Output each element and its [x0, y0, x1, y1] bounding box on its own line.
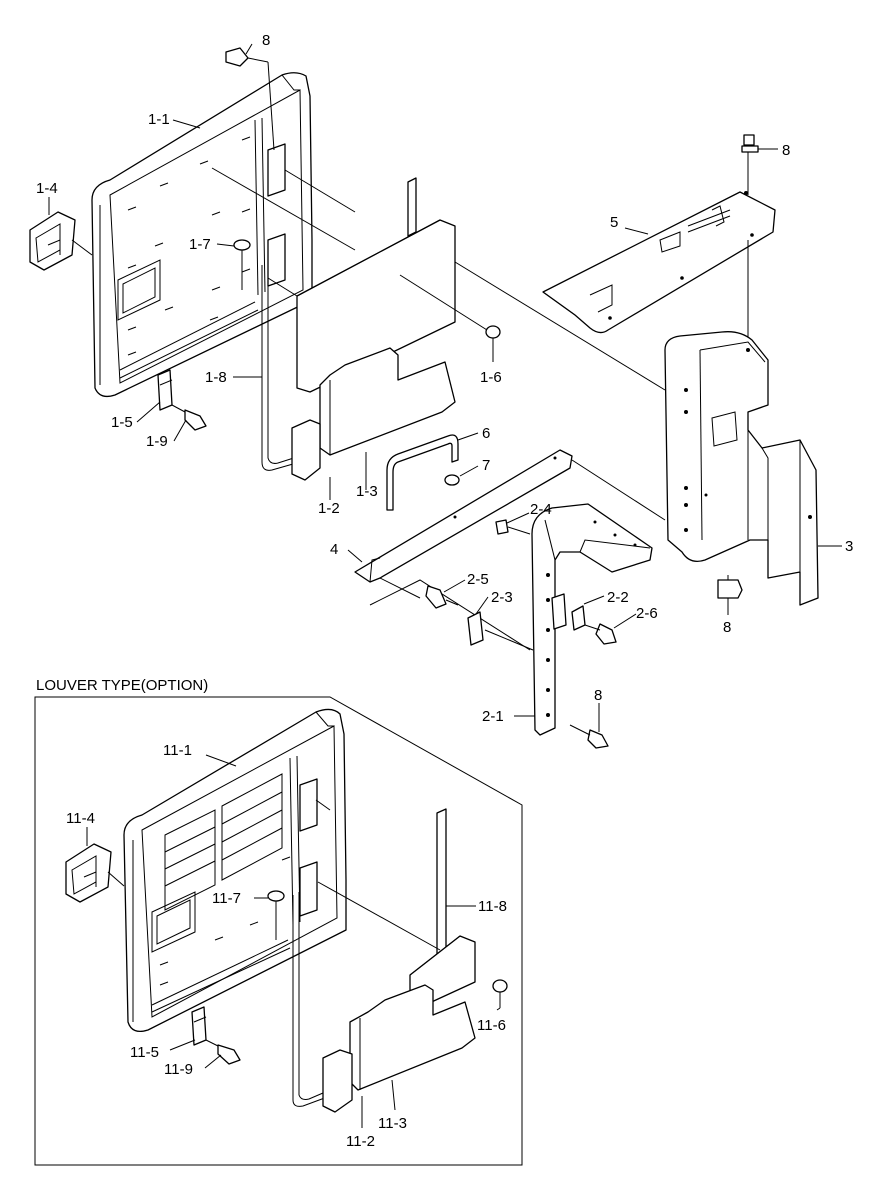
latch-11-5	[191, 1006, 207, 1046]
insulation-pad-1-2	[291, 419, 321, 481]
bracket-2-1	[531, 503, 653, 736]
callout-8: 8	[723, 619, 731, 636]
bracket-5	[542, 191, 776, 334]
callout-8: 8	[262, 32, 270, 49]
cushion-1-7	[233, 239, 251, 251]
callout-1-9: 1-9	[146, 433, 168, 450]
handle-1-4	[29, 211, 93, 271]
callout-1-7: 1-7	[189, 236, 211, 253]
callout-2-5: 2-5	[467, 571, 489, 588]
callout-1-5: 1-5	[111, 414, 133, 431]
nut-7	[444, 474, 460, 486]
door-panel-1-1	[91, 72, 313, 398]
callout-1-2: 1-2	[318, 500, 340, 517]
callout-11-2: 11-2	[346, 1133, 375, 1150]
callout-8: 8	[594, 687, 602, 704]
callout-3: 3	[845, 538, 853, 555]
callout-5: 5	[610, 214, 618, 231]
grab-handle-6	[386, 434, 459, 511]
callout-11-9: 11-9	[164, 1061, 193, 1078]
latch-1-5	[157, 369, 173, 411]
clip-2-2	[571, 605, 586, 631]
callout-1-4: 1-4	[36, 180, 58, 197]
callout-1-1: 1-1	[148, 111, 170, 128]
callout-2-4: 2-4	[530, 501, 552, 518]
bolt-8-door	[225, 47, 275, 151]
section-title: LOUVER TYPE(OPTION)	[36, 677, 208, 694]
bolt-2-6	[584, 623, 617, 645]
bolt-1-9	[171, 404, 207, 431]
frame-upright	[407, 177, 417, 237]
side-cover-3	[664, 331, 819, 606]
callout-6: 6	[482, 425, 490, 442]
callout-4: 4	[330, 541, 338, 558]
callout-11-5: 11-5	[130, 1044, 159, 1061]
insulation-pad-11-3	[349, 984, 476, 1091]
bolt-8-side	[717, 579, 743, 608]
callout-11-1: 11-1	[163, 742, 192, 759]
bracket-4	[354, 449, 573, 583]
callout-11-8: 11-8	[478, 898, 507, 915]
callout-labels: 8 1-1 1-4 1-7 1-8 1-5 1-9 1-6 1-3 1-2 5 …	[36, 32, 853, 1150]
door-panel-11-1	[123, 708, 347, 1033]
frame-upright-louver	[436, 808, 447, 955]
insulation-pad-11-2	[322, 1049, 353, 1113]
callout-11-4: 11-4	[66, 810, 95, 827]
callout-1-8: 1-8	[205, 369, 227, 386]
screw-2-4	[495, 519, 531, 535]
callout-1-3: 1-3	[356, 483, 378, 500]
plate-2-3	[467, 611, 484, 646]
plug-11-6	[492, 979, 508, 1008]
bolt-11-9	[205, 1039, 241, 1065]
callout-11-3: 11-3	[378, 1115, 407, 1132]
rod-1-8	[261, 265, 301, 471]
callout-11-7: 11-7	[212, 890, 241, 907]
callout-2-3: 2-3	[491, 589, 513, 606]
callout-7: 7	[482, 457, 490, 474]
callout-11-6: 11-6	[477, 1017, 506, 1034]
bolt-8-lower	[569, 724, 609, 749]
louver-option-box	[34, 696, 523, 1166]
callout-1-6: 1-6	[480, 369, 502, 386]
callout-2-1: 2-1	[482, 708, 504, 725]
leader-lines	[48, 43, 842, 1128]
catch-2-2	[551, 593, 567, 630]
handle-11-4	[65, 843, 125, 903]
bolt-8-bracket	[741, 134, 759, 160]
bolt-2-5	[425, 585, 459, 609]
insulation-pad-upper	[296, 219, 456, 393]
cushion-11-7	[267, 890, 285, 902]
rod-11-8	[292, 895, 331, 1107]
callout-2-2: 2-2	[607, 589, 629, 606]
callout-8: 8	[782, 142, 790, 159]
plug-1-6	[399, 274, 501, 352]
callout-2-6: 2-6	[636, 605, 658, 622]
